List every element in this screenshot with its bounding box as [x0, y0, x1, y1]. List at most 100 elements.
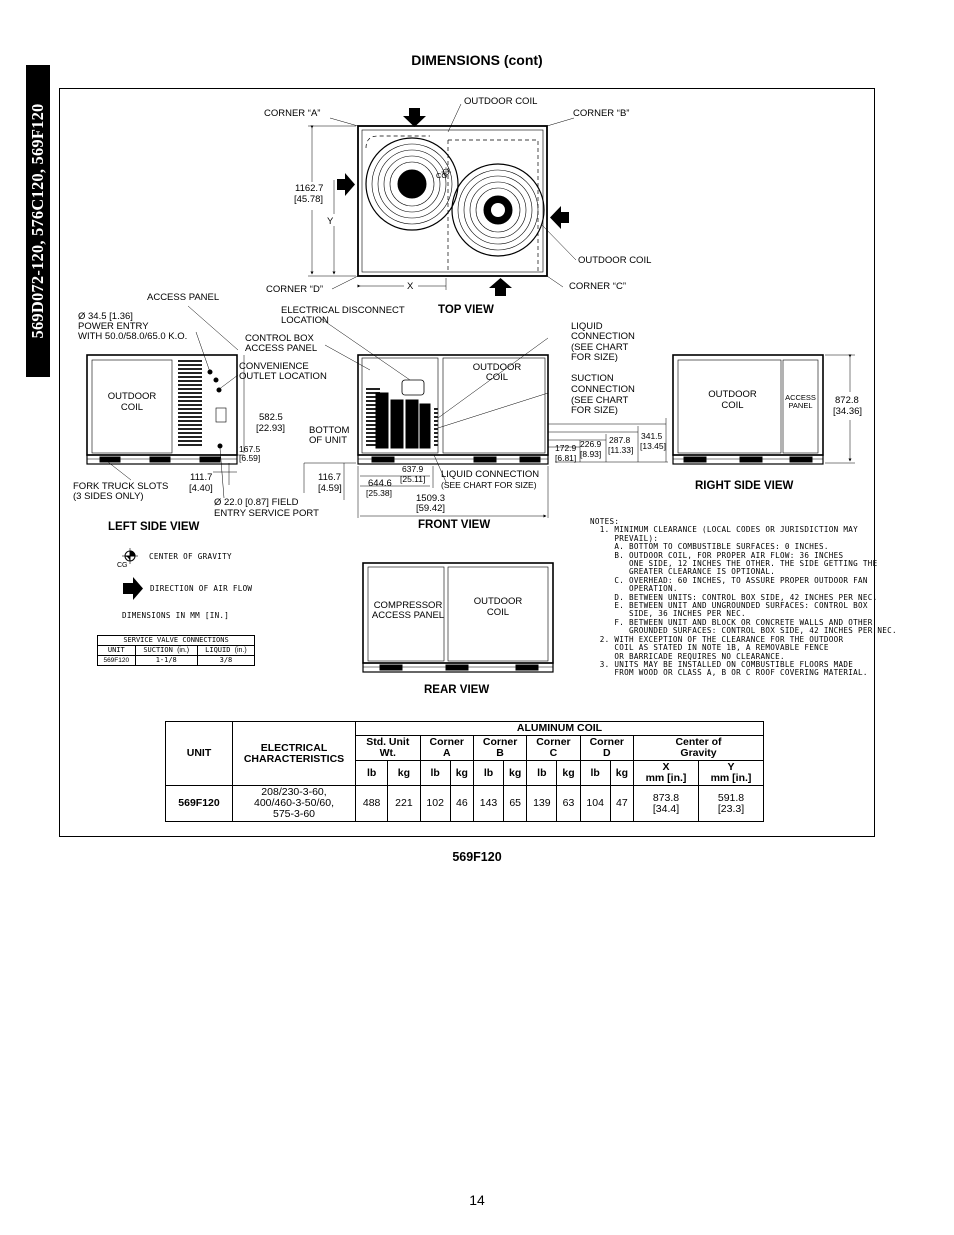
note-line: OPERATION. [590, 584, 678, 594]
label-elec-disc-2: LOCATION [281, 315, 329, 326]
label-corner-b: CORNER “B” [573, 108, 630, 119]
wt-row-unit: 569F120 [165, 785, 233, 822]
wt-unit-lb: lb [579, 760, 611, 786]
label-right-outdoor-coil-1: OUTDOOR [708, 389, 757, 400]
dim-111-7: 111.7 [190, 472, 213, 483]
caption-left-side-view: LEFT SIDE VIEW [108, 521, 200, 533]
label-bottom-of-unit-1: BOTTOM [309, 425, 350, 436]
label-corner-d: CORNER “D” [266, 284, 323, 295]
note-line: F. BETWEEN UNIT AND BLOCK OR CONCRETE WA… [590, 617, 873, 627]
wt-row-c-kg: 63 [556, 785, 581, 822]
note-line: E. BETWEEN UNIT AND UNGROUNDED SURFACES:… [590, 601, 868, 611]
note-line: COIL AS STATED IN NOTE 1B, A REMOVABLE F… [590, 643, 829, 653]
label-suction-conn-4: FOR SIZE) [571, 405, 618, 416]
label-access-panel: ACCESS PANEL [147, 292, 220, 303]
service-col-unit: UNIT [97, 645, 136, 656]
label-cg-small: CG [436, 171, 448, 180]
wt-unit-lb: lb [354, 760, 389, 786]
wt-row-c-lb: 139 [526, 785, 558, 822]
dim-6-59: [6.59] [239, 453, 261, 463]
rear-view-drawing [362, 562, 554, 673]
label-rear-outdoor-2: COIL [486, 607, 510, 618]
dim-13-45: [13.45] [640, 441, 666, 451]
label-control-box-2: ACCESS PANEL [245, 343, 318, 354]
dim-637-9: 637.9 [402, 464, 424, 474]
wt-group-aluminum-coil: ALUMINUM COIL [355, 721, 764, 736]
label-liq-conn-bottom-2: (SEE CHART FOR SIZE) [441, 480, 537, 490]
label-x: X [407, 281, 414, 292]
label-convenience-2: OUTLET LOCATION [239, 371, 327, 382]
figure-caption: 569F120 [452, 850, 502, 864]
dim-172-9: 172.9 [555, 443, 577, 453]
label-right-access-2: PANEL [788, 401, 813, 410]
label-field-entry-1: Ø 22.0 [0.87] FIELD [214, 497, 299, 508]
drawing-frame [59, 88, 875, 837]
note-line: D. BETWEEN UNITS: CONTROL BOX SIDE, 42 I… [590, 592, 878, 602]
dim-341-5: 341.5 [641, 431, 663, 441]
label-liquid-conn-1: LIQUID [571, 321, 603, 332]
service-col-liquid: LIQUID (in.) [196, 645, 256, 656]
label-outdoor-coil-right: OUTDOOR COIL [578, 255, 652, 266]
dim-287-8: 287.8 [609, 435, 631, 445]
dim-1509-3: 1509.3 [416, 493, 446, 504]
note-line: C. OVERHEAD: 60 INCHES, TO ASSURE PROPER… [590, 575, 868, 585]
label-right-access-1: ACCESS [785, 393, 816, 402]
wt-unit-lb: lb [419, 760, 451, 786]
dim-8-93: [8.93] [580, 449, 602, 459]
label-compressor-2: ACCESS PANEL [371, 610, 445, 621]
label-front-outdoor-coil-1: OUTDOOR [472, 362, 522, 373]
notes-block: NOTES: 1. MINIMUM CLEARANCE (LOCAL CODES… [590, 517, 897, 678]
label-bottom-of-unit-2: OF UNIT [309, 435, 347, 446]
label-outdoor-coil-top: OUTDOOR COIL [464, 96, 538, 107]
page-title: DIMENSIONS (cont) [411, 52, 543, 68]
label-liquid-conn-2: CONNECTION [571, 331, 635, 342]
dim-11-33: [11.33] [608, 445, 634, 455]
note-line: FROM WOOD OR CLASS A, B OR C ROOF COVERI… [590, 668, 868, 678]
legend-cg-mark: CG [117, 562, 128, 569]
note-line: SIDE, 36 INCHES PER NEC. [590, 609, 746, 619]
note-line: GROUNDED SURFACES: CONTROL BOX SIDE, 42 … [590, 626, 897, 636]
wt-unit-kg: kg [556, 760, 581, 786]
dim-34-36: [34.36] [833, 406, 863, 417]
note-line: 2. WITH EXCEPTION OF THE CLEARANCE FOR T… [590, 634, 844, 644]
wt-row-std-lb: 488 [354, 785, 389, 822]
label-left-outdoor-coil-2: COIL [120, 402, 144, 413]
dim-226-9: 226.9 [580, 439, 602, 449]
label-field-entry-2: ENTRY SERVICE PORT [214, 508, 319, 519]
label-power-entry-2: POWER ENTRY [78, 321, 149, 332]
right-side-view-drawing [672, 354, 855, 465]
label-suction-conn-1: SUCTION [571, 373, 614, 384]
label-rear-outdoor-1: OUTDOOR [473, 596, 523, 607]
wt-unit-kg: kg [503, 760, 528, 786]
dim-59-42: [59.42] [416, 503, 446, 514]
dim-116-7: 116.7 [318, 472, 342, 483]
note-line: B. OUTDOOR COIL, FOR PROPER AIR FLOW: 36… [590, 550, 844, 560]
dim-6-81: [6.81] [555, 453, 577, 463]
wt-row-electrical: 208/230-3-60,400/460-3-50/60,575-3-60 [232, 785, 356, 822]
dim-45-78: [45.78] [294, 194, 324, 205]
wt-row-b-kg: 65 [503, 785, 528, 822]
label-elec-disc-1: ELECTRICAL DISCONNECT [281, 305, 405, 316]
wt-row-std-kg: 221 [387, 785, 421, 822]
legend-drawing [122, 548, 143, 600]
label-corner-c: CORNER “C” [569, 281, 626, 292]
left-side-view-drawing [86, 305, 245, 499]
top-view-cg-mark [441, 167, 451, 177]
note-line: OR BARRICADE REQUIRES NO CLEARANCE. [590, 651, 785, 661]
note-line: ONE SIDE, 12 INCHES THE OTHER. THE SIDE … [590, 559, 878, 569]
wt-row-b-lb: 143 [472, 785, 505, 822]
page-number: 14 [469, 1192, 485, 1208]
wt-col-unit: UNIT [165, 721, 233, 786]
legend-dimensions: DIMENSIONS IN MM [IN.] [122, 611, 230, 620]
dim-582-5: 582.5 [259, 412, 283, 423]
wt-unit-kg: kg [609, 760, 635, 786]
wt-unit-lb: lb [472, 760, 505, 786]
label-y: Y [327, 216, 334, 227]
